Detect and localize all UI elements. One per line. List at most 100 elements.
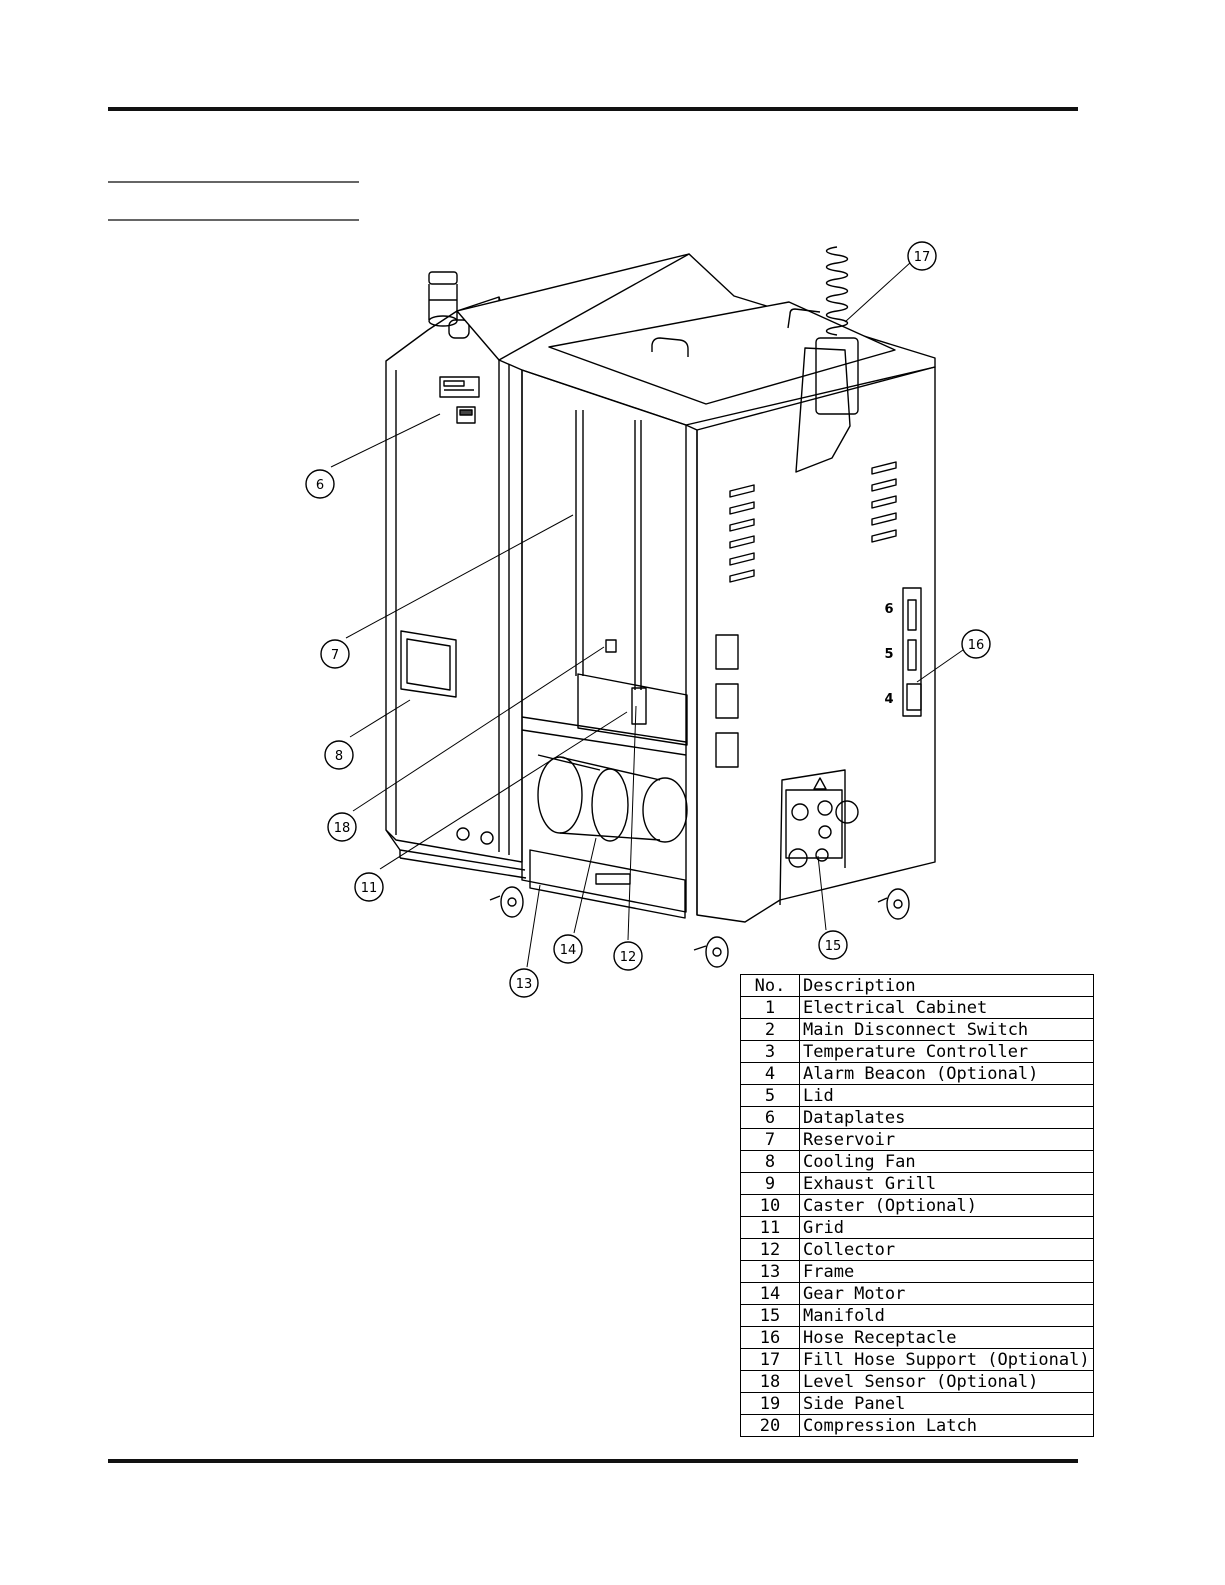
row-no: 20 xyxy=(740,1414,800,1437)
row-description: Caster (Optional) xyxy=(799,1194,1094,1217)
row-description: Main Disconnect Switch xyxy=(799,1018,1094,1041)
row-no: 1 xyxy=(740,996,800,1019)
section-rule-upper xyxy=(108,181,359,183)
row-description: Fill Hose Support (Optional) xyxy=(799,1348,1094,1371)
row-description: Collector xyxy=(799,1238,1094,1261)
callout-14: 14 xyxy=(553,934,583,964)
compression-latches xyxy=(715,634,739,768)
row-description: Exhaust Grill xyxy=(799,1172,1094,1195)
row-description: Compression Latch xyxy=(799,1414,1094,1437)
row-description: Dataplates xyxy=(799,1106,1094,1129)
alarm-beacon xyxy=(428,271,470,339)
row-description: Side Panel xyxy=(799,1392,1094,1415)
callout-6: 6 xyxy=(305,469,335,499)
row-no: 13 xyxy=(740,1260,800,1283)
panel-marking-5: 5 xyxy=(884,647,893,662)
top-rule xyxy=(108,107,1078,111)
header-no: No. xyxy=(740,974,800,997)
manifold xyxy=(785,777,859,868)
callout-15: 15 xyxy=(818,930,848,960)
row-description: Level Sensor (Optional) xyxy=(799,1370,1094,1393)
row-description: Gear Motor xyxy=(799,1282,1094,1305)
row-no: 16 xyxy=(740,1326,800,1349)
callout-13: 13 xyxy=(509,968,539,998)
row-description: Alarm Beacon (Optional) xyxy=(799,1062,1094,1085)
callout-12: 12 xyxy=(613,941,643,971)
row-description: Grid xyxy=(799,1216,1094,1239)
row-no: 18 xyxy=(740,1370,800,1393)
row-no: 19 xyxy=(740,1392,800,1415)
row-no: 5 xyxy=(740,1084,800,1107)
callout-8: 8 xyxy=(324,740,354,770)
callout-12-label: 12 xyxy=(620,950,637,965)
casters xyxy=(489,886,910,968)
fill-hose-support xyxy=(795,246,859,473)
callout-6-label: 6 xyxy=(316,478,324,493)
row-no: 8 xyxy=(740,1150,800,1173)
dataplates xyxy=(439,376,480,424)
callout-18-label: 18 xyxy=(334,821,351,836)
row-no: 4 xyxy=(740,1062,800,1085)
leader-lines xyxy=(330,261,964,968)
hose-receptacle xyxy=(902,587,922,717)
row-no: 2 xyxy=(740,1018,800,1041)
row-description: Lid xyxy=(799,1084,1094,1107)
frame xyxy=(498,253,936,923)
callout-13-label: 13 xyxy=(516,977,533,992)
parts-table-header: No. Description xyxy=(740,974,1094,997)
cooling-fan xyxy=(400,630,457,698)
callout-7: 7 xyxy=(320,639,350,669)
row-no: 3 xyxy=(740,1040,800,1063)
callout-7-label: 7 xyxy=(331,648,339,663)
row-no: 12 xyxy=(740,1238,800,1261)
panel-marking-6: 6 xyxy=(884,602,893,617)
section-rule-lower xyxy=(108,219,359,221)
row-no: 7 xyxy=(740,1128,800,1151)
electrical-cabinet xyxy=(385,296,527,879)
row-no: 6 xyxy=(740,1106,800,1129)
panel-marking-4: 4 xyxy=(884,692,893,707)
row-description: Temperature Controller xyxy=(799,1040,1094,1063)
callout-14-label: 14 xyxy=(560,943,577,958)
callout-17: 17 xyxy=(907,241,937,271)
row-description: Electrical Cabinet xyxy=(799,996,1094,1019)
row-description: Frame xyxy=(799,1260,1094,1283)
row-no: 9 xyxy=(740,1172,800,1195)
callout-16: 16 xyxy=(961,629,991,659)
row-description: Reservoir xyxy=(799,1128,1094,1151)
gear-motor xyxy=(537,754,688,843)
row-no: 10 xyxy=(740,1194,800,1217)
exhaust-grill xyxy=(729,461,897,583)
row-no: 17 xyxy=(740,1348,800,1371)
callout-11-label: 11 xyxy=(361,881,378,896)
row-no: 15 xyxy=(740,1304,800,1327)
row-no: 11 xyxy=(740,1216,800,1239)
callout-18: 18 xyxy=(327,812,357,842)
row-description: Manifold xyxy=(799,1304,1094,1327)
callout-16-label: 16 xyxy=(968,638,985,653)
callout-11: 11 xyxy=(354,872,384,902)
bottom-rule xyxy=(108,1459,1078,1463)
callout-8-label: 8 xyxy=(335,749,343,764)
callout-15-label: 15 xyxy=(825,939,842,954)
